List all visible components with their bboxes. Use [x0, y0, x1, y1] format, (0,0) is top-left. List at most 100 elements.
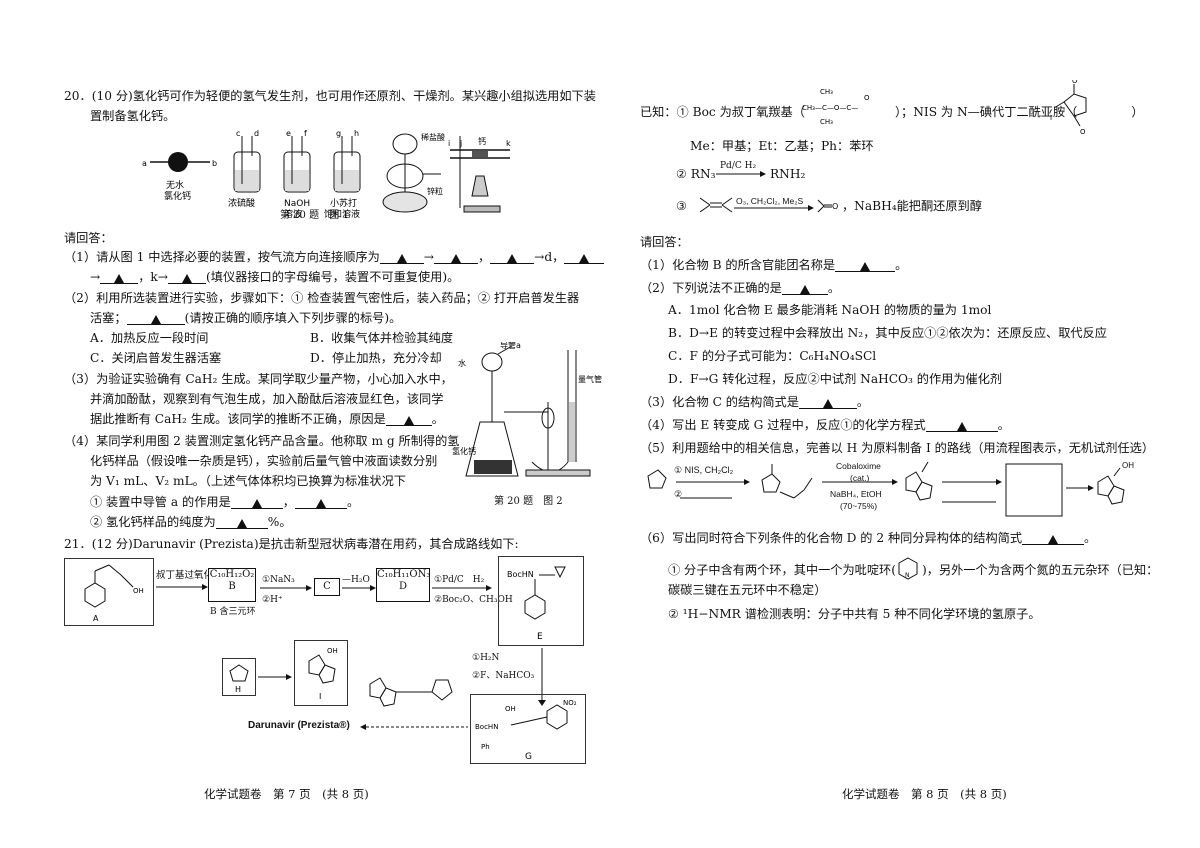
svg-text:O: O: [832, 202, 838, 211]
arrow-eg: [538, 648, 546, 706]
q21-2-D: D．F→G 转化过程，反应②中试剂 NaHCO₃ 的作用为催化剂: [668, 372, 1003, 386]
footer-page-7: 化学试题卷 第 7 页 (共 8 页): [204, 787, 369, 801]
darunavir-product: Darunavir (Prezista®): [248, 720, 350, 731]
left-please-answer: 请回答：: [64, 231, 113, 245]
cacl2-label-1: 无水: [166, 179, 184, 191]
q20-p3-cont: 并滴加酚酞，观察到有气泡生成，加入酚酞后溶液显红色，该同学: [90, 392, 444, 406]
svg-text:e: e: [286, 129, 291, 138]
svg-text:稀盐酸: 稀盐酸: [421, 132, 445, 142]
option-C: C．关闭启普发生器活塞: [90, 351, 222, 365]
route-oh: OH: [1122, 461, 1134, 470]
label-I: I: [319, 692, 321, 701]
svg-text:钙: 钙: [478, 136, 486, 146]
step-de-2: ②Boc₂O、CH₃OH: [434, 595, 513, 605]
compound-G-box: BocHN OH Ph NO₂ G: [470, 694, 586, 764]
step-cd: —H₂O: [342, 575, 370, 585]
svg-text:CH₃: CH₃: [820, 88, 833, 96]
route-cob-1: Cobaloxime: [836, 461, 881, 471]
arrow-g-product: [360, 724, 468, 730]
known-2-arrow: [716, 171, 766, 177]
svg-text:OH: OH: [505, 705, 516, 713]
label-G: G: [525, 752, 532, 762]
q20-p1: （1）请从图 1 中选择必要的装置，按气流方向连接顺序为→，→d，: [64, 249, 605, 265]
compound-F-structure: [369, 677, 453, 707]
svg-text:k: k: [506, 139, 511, 148]
right-please-answer: 请回答：: [640, 235, 689, 249]
label-a: a: [142, 159, 147, 168]
q21-2-B: B．D→E 的转变过程中会释放出 N₂，其中反应①②依次为：还原反应、取代反应: [668, 326, 1107, 340]
q20-title-cont: 置制备氢化钙。: [90, 109, 176, 123]
fig1-caption: 第 20 题 图 1: [280, 210, 349, 221]
fig2-cah2: 氢化钙: [452, 446, 476, 456]
q20-p1-cont: →，k→(填仪器接口的字母编号，装置不可重复使用)。: [90, 270, 460, 284]
q21-2: （2）下列说法不正确的是。: [640, 281, 841, 295]
label-H: H: [235, 685, 241, 694]
arrow-cd: [342, 585, 376, 591]
q21-1: （1）化合物 B 的所含官能团名称是。: [640, 258, 908, 272]
label-A: A: [93, 614, 99, 623]
svg-text:O: O: [1080, 128, 1086, 136]
q20-p4: （4）某同学利用图 2 装置测定氢化钙产品含量。他称取 m g 所制得的氢: [64, 434, 460, 448]
arrow-ab: [156, 584, 208, 590]
fig2-tube-a: 导管a: [500, 342, 521, 350]
fig2-water: 水: [458, 358, 466, 368]
q20-p4-sub1: ① 装置中导管 a 的作用是，。: [90, 495, 360, 509]
arrow-bc: [260, 585, 312, 591]
q21-6-cond-1-cont: 碳碳三键在五元环中不稳定）: [668, 583, 827, 597]
svg-text:浓硫酸: 浓硫酸: [228, 197, 255, 209]
known-2-product: RNH₂: [770, 167, 806, 181]
q21-title: 21．(12 分)Darunavir (Prezista)是抗击新型冠状病毒潜在…: [64, 537, 519, 551]
option-D: D．停止加热，充分冷却: [310, 351, 442, 365]
q20-p4-sub2: ② 氢化钙样品的纯度为%。: [90, 515, 292, 529]
svg-text:N: N: [905, 572, 910, 579]
kipp-generator: 稀盐酸 锌粒: [382, 132, 445, 213]
route-reagent-1: ① NIS, CH₂Cl₂: [674, 465, 734, 475]
q20-title: 20．(10 分)氢化钙可作为轻便的氢气发生剂，也可用作还原剂、干燥剂。某兴趣小…: [64, 89, 596, 103]
q20-p3: （3）为验证实验确有 CaH₂ 生成。某同学取少量产物，小心加入水中，: [64, 372, 453, 386]
option-A: A．加热反应一段时间: [90, 331, 209, 345]
step-bc-1: ①NaN₃: [262, 575, 295, 585]
label-b: b: [212, 159, 217, 168]
step-ab-reagent: 叔丁基过氧化氢: [156, 570, 223, 581]
q20-p2: （2）利用所选装置进行实验，步骤如下：① 检查装置气密性后，装入药品；② 打开启…: [64, 291, 580, 305]
svg-text:I: I: [1050, 114, 1052, 122]
combustion-tube: i j 钙 k: [448, 136, 511, 213]
cacl2-label-2: 氯化钙: [164, 190, 191, 202]
q20-p4-cont: 化钙样品（假设唯一杂质是钙），实验前后量气管中液面读数分别: [90, 454, 438, 468]
svg-text:小苏打: 小苏打: [330, 197, 357, 209]
svg-text:i: i: [448, 139, 450, 148]
q21-6-cond-1: ① 分子中含有两个环，其中一个为吡啶环(N)，另外一个为含两个氮的五元杂环（已知…: [668, 556, 1158, 586]
svg-text:O: O: [1072, 80, 1078, 85]
fig2-caption: 第 20 题 图 2: [494, 496, 563, 507]
svg-text:c: c: [236, 129, 240, 138]
option-B: B．收集气体并检验其纯度: [310, 331, 454, 345]
arrow-hi: [258, 674, 292, 680]
route-cob-3: NaBH₄, EtOH: [830, 489, 882, 499]
q21-2-A: A．1mol 化合物 E 最多能消耗 NaOH 的物质的量为 1mol: [668, 303, 992, 317]
compound-E-box: BocHN E: [498, 556, 584, 646]
q21-2-C: C．F 的分子式可能为：C₆H₄NO₄SCl: [668, 349, 877, 363]
arrow-de: [432, 585, 492, 591]
svg-text:NaOH: NaOH: [284, 199, 310, 209]
q21-4: （4）写出 E 转变成 G 过程中，反应①的化学方程式。: [640, 418, 1010, 432]
fig2-burette: 量气管: [578, 374, 602, 384]
svg-text:OH: OH: [327, 647, 338, 655]
label-E: E: [537, 632, 543, 642]
compound-I-box: OH I: [294, 640, 348, 706]
svg-text:CH₃—C—O—C—: CH₃—C—O—C—: [802, 104, 858, 112]
step-eg-1: ①H₂N: [472, 653, 500, 663]
route-reagent-2: ②: [674, 489, 683, 499]
boc-structure: CH₃ CH₃—C—O—C— CH₃ O: [802, 88, 870, 126]
q20-p2-cont: 活塞；(请按正确的顺序填入下列步骤的标号)。: [90, 311, 402, 325]
compound-C-box: C: [314, 578, 340, 596]
compound-H-box: H: [222, 658, 256, 696]
q20-p3-end: 据此推断有 CaH₂ 生成。该同学的推断不正确，原因是。: [90, 412, 444, 426]
B-note: B 含三元环: [210, 607, 256, 617]
q21-6: （6）写出同时符合下列条件的化合物 D 的 2 种同分异构体的结构简式。: [640, 531, 1097, 545]
svg-text:饱和溶液: 饱和溶液: [324, 208, 360, 220]
step-eg-2: ②F、NaHCO₃: [472, 671, 535, 681]
